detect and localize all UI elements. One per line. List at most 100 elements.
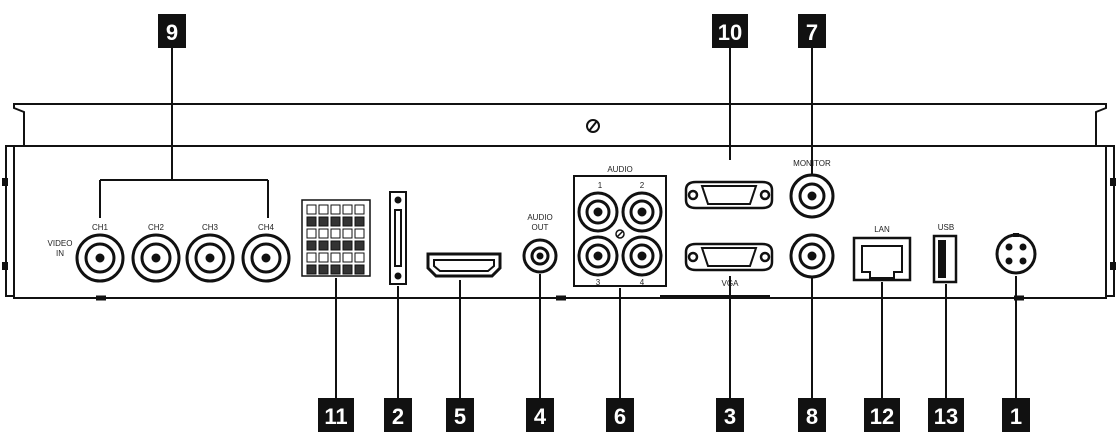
svg-text:1: 1 [1010, 404, 1022, 429]
terminal-pin [306, 240, 317, 251]
lan-port-icon [852, 236, 912, 282]
video-in-label-line1: VIDEO [48, 239, 73, 248]
vga-port-bottom-icon [684, 242, 774, 272]
rca-audio-jacks [577, 191, 663, 277]
terminal-pin [330, 216, 341, 227]
audio-in-group-label: AUDIO [607, 165, 632, 174]
bnc-ch3-icon [185, 233, 235, 283]
chassis [2, 103, 1116, 301]
terminal-pin [354, 240, 365, 251]
svg-text:7: 7 [806, 20, 818, 45]
callout-badge-4: 4 [526, 398, 554, 432]
svg-text:2: 2 [392, 404, 404, 429]
callout-badge-5: 5 [446, 398, 474, 432]
terminal-pin [342, 216, 353, 227]
svg-text:11: 11 [324, 404, 347, 429]
audio-in-2-label: 2 [640, 181, 645, 190]
bnc-ch2-icon [131, 233, 181, 283]
terminal-pin [342, 204, 353, 215]
svg-text:13: 13 [934, 404, 958, 429]
callout-badge-13: 13 [928, 398, 964, 432]
terminal-pin [342, 240, 353, 251]
terminal-pin [354, 216, 365, 227]
bnc-video-inputs [75, 233, 291, 283]
rca-audio-1-icon [577, 191, 619, 233]
terminal-pin [318, 204, 329, 215]
terminal-pin [318, 216, 329, 227]
power-din-connector-icon [995, 233, 1037, 275]
video-in-label-line2: IN [56, 249, 64, 258]
vga-ports [684, 180, 774, 272]
rs485-connector-icon [389, 191, 407, 285]
terminal-pin [330, 228, 341, 239]
callout-badge-11: 11 [318, 398, 354, 432]
rca-audio-3-icon [577, 235, 619, 277]
audio-in-box [573, 175, 667, 287]
callout-leader-lines [335, 48, 1017, 400]
terminal-block-icon [301, 199, 371, 277]
terminal-pin [306, 204, 317, 215]
bnc-ch4-icon [241, 233, 291, 283]
audio-out-label-line1: AUDIO [527, 213, 552, 222]
terminal-pin [318, 228, 329, 239]
audio-in-4-label: 4 [640, 278, 645, 287]
mini-screw-icon [615, 229, 625, 239]
terminal-pin [342, 228, 353, 239]
ch2-label: CH2 [148, 223, 165, 232]
bnc-monitor-icon [789, 173, 835, 219]
terminal-pin [354, 228, 365, 239]
svg-text:4: 4 [534, 404, 547, 429]
terminal-pin [354, 264, 365, 275]
ch3-label: CH3 [202, 223, 219, 232]
svg-text:3: 3 [724, 404, 736, 429]
terminal-pin [318, 264, 329, 275]
terminal-pin [306, 228, 317, 239]
terminal-pin [330, 264, 341, 275]
callout-badge-9: 9 [158, 14, 186, 48]
svg-text:9: 9 [166, 20, 178, 45]
terminal-pin [306, 264, 317, 275]
audio-in-3-label: 3 [596, 278, 601, 287]
vga-port-top-icon [684, 180, 774, 210]
terminal-pin [354, 252, 365, 263]
svg-text:10: 10 [718, 20, 742, 45]
terminal-pin [306, 216, 317, 227]
lan-label: LAN [874, 225, 890, 234]
usb-label: USB [938, 223, 954, 232]
usb-port-icon [932, 234, 958, 284]
callout-badge-3: 3 [716, 398, 744, 432]
terminal-pin [342, 252, 353, 263]
callout-badge-10: 10 [712, 14, 748, 48]
bnc-ch1-icon [75, 233, 125, 283]
svg-text:12: 12 [870, 404, 894, 429]
callout-badge-7: 7 [798, 14, 826, 48]
terminal-pin [318, 252, 329, 263]
svg-text:8: 8 [806, 404, 818, 429]
callout-badge-2: 2 [384, 398, 412, 432]
callout-badge-1: 1 [1002, 398, 1030, 432]
svg-text:6: 6 [614, 404, 626, 429]
terminal-pin [354, 204, 365, 215]
terminal-pin [330, 240, 341, 251]
audio-in-1-label: 1 [598, 181, 603, 190]
ch1-label: CH1 [92, 223, 109, 232]
ch4-label: CH4 [258, 223, 275, 232]
terminal-pin [330, 204, 341, 215]
rca-audio-4-icon [621, 235, 663, 277]
video-in-bracket [99, 48, 269, 218]
audio-out-label-line2: OUT [532, 223, 549, 232]
terminal-pin [342, 264, 353, 275]
svg-text:5: 5 [454, 404, 466, 429]
screw-icon [586, 119, 600, 133]
hdmi-port-icon [426, 252, 502, 278]
terminal-pin [318, 240, 329, 251]
callout-badge-8: 8 [798, 398, 826, 432]
audio-out-jack-icon [522, 238, 558, 274]
terminal-pin [330, 252, 341, 263]
rca-audio-2-icon [621, 191, 663, 233]
callout-badge-6: 6 [606, 398, 634, 432]
callout-badge-12: 12 [864, 398, 900, 432]
bnc-output-icon [789, 233, 835, 279]
terminal-pin [306, 252, 317, 263]
